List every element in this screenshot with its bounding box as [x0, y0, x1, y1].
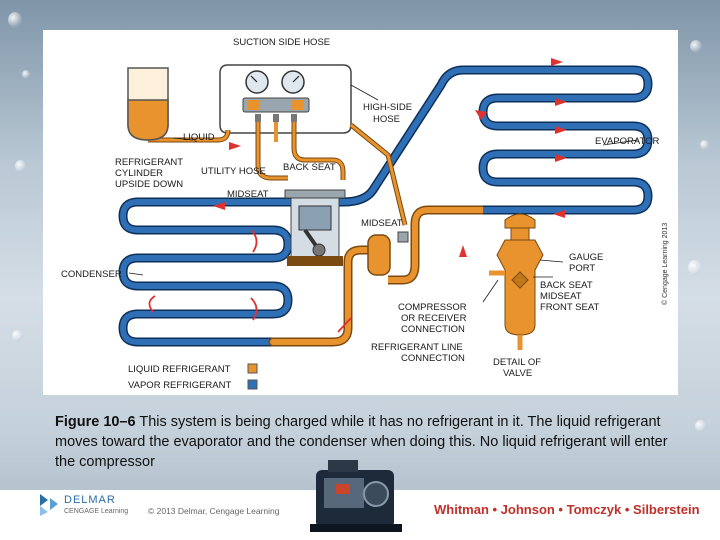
- evaporator-coil: [313, 65, 653, 285]
- water-droplet: [15, 160, 26, 172]
- caption-text: This system is being charged while it ha…: [55, 414, 668, 470]
- water-droplet: [700, 140, 709, 150]
- legend-vapor-label: VAPOR REFRIGERANT: [128, 380, 231, 391]
- water-droplet: [8, 12, 22, 28]
- label-refrigerant-line-connection-2: CONNECTION: [401, 353, 465, 364]
- label-refrigerant-cylinder: REFRIGERANT: [115, 157, 183, 168]
- label-evaporator: EVAPORATOR: [595, 136, 660, 147]
- label-liquid: LIQUID: [183, 132, 215, 143]
- label-refrigerant-line-connection: REFRIGERANT LINE: [371, 342, 463, 353]
- label-midseat-detail: MIDSEAT: [540, 291, 582, 302]
- refrigeration-diagram: SUCTION SIDE HOSE HIGH-SIDE HOSE LIQUID …: [43, 30, 678, 395]
- label-high-side-hose-2: HOSE: [373, 114, 400, 125]
- label-detail-of-valve-2: VALVE: [503, 368, 532, 379]
- legend-vapor-swatch: [247, 379, 258, 390]
- label-condenser: CONDENSER: [61, 269, 122, 280]
- condenser-coil: [118, 197, 373, 347]
- compressor: [284, 189, 346, 266]
- hoses: [148, 122, 408, 226]
- label-refrigerant-cylinder-2: CYLINDER: [115, 168, 163, 179]
- label-compressor-connection-3: CONNECTION: [401, 324, 465, 335]
- refrigerant-cylinder: [127, 67, 169, 141]
- publisher-sub: CENGAGE Learning: [64, 508, 129, 515]
- water-droplet: [690, 40, 702, 53]
- water-droplet: [695, 420, 706, 432]
- leader-lines: [128, 84, 639, 303]
- label-back-seat-detail: BACK SEAT: [540, 280, 593, 291]
- diagram-svg: SUCTION SIDE HOSE HIGH-SIDE HOSE LIQUID …: [61, 37, 660, 391]
- publisher-name: DELMAR: [64, 494, 116, 506]
- water-droplet: [688, 260, 701, 275]
- valve-detail: [489, 213, 544, 350]
- label-utility-hose: UTILITY HOSE: [201, 166, 266, 177]
- delmar-logo-icon: [40, 494, 58, 516]
- compressor-photo: [310, 460, 402, 532]
- gauge-manifold: [219, 64, 352, 134]
- label-back-seat: BACK SEAT: [283, 162, 336, 173]
- label-suction-side-hose: SUCTION SIDE HOSE: [233, 37, 330, 48]
- side-copyright: © Cengage Learning 2013: [662, 222, 669, 305]
- label-compressor-connection: COMPRESSOR: [398, 302, 467, 313]
- footer-copyright: © 2013 Delmar, Cengage Learning: [148, 506, 280, 516]
- authors-line: Whitman • Johnson • Tomczyk • Silberstei…: [434, 502, 700, 517]
- label-compressor-connection-2: OR RECEIVER: [401, 313, 467, 324]
- water-droplet: [12, 330, 22, 341]
- label-front-seat-detail: FRONT SEAT: [540, 302, 599, 313]
- legend-liquid-swatch: [247, 363, 258, 374]
- label-gauge-port-2: PORT: [569, 263, 595, 274]
- receiver: [367, 231, 409, 276]
- legend-liquid-label: LIQUID REFRIGERANT: [128, 364, 231, 375]
- label-detail-of-valve: DETAIL OF: [493, 357, 541, 368]
- caption-figure-number: Figure 10–6: [55, 414, 136, 430]
- flow-arrows-curved: [148, 229, 352, 333]
- flow-arrows: [213, 58, 567, 257]
- water-droplet: [22, 70, 30, 79]
- label-midseat-left: MIDSEAT: [227, 189, 269, 200]
- label-refrigerant-cylinder-3: UPSIDE DOWN: [115, 179, 183, 190]
- label-high-side-hose: HIGH-SIDE: [363, 102, 412, 113]
- figure-caption: Figure 10–6 This system is being charged…: [55, 412, 675, 472]
- label-midseat-center: MIDSEAT: [361, 218, 403, 229]
- label-gauge-port: GAUGE: [569, 252, 603, 263]
